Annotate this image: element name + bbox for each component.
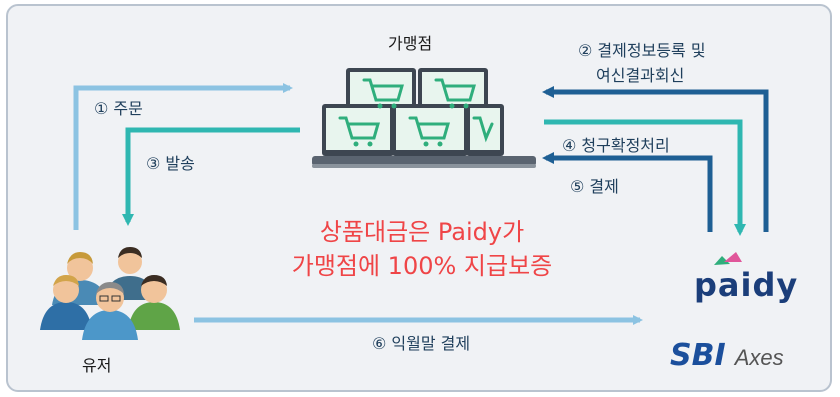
- guarantee-line-1: 상품대금은 Paidy가: [319, 218, 525, 246]
- settle-arrow: [542, 152, 713, 232]
- guarantee-line-2: 가맹점에 100% 지급보증: [291, 252, 553, 280]
- user-title: 유저: [82, 356, 112, 375]
- step-register-label-1: ② 결제정보등록 및: [578, 41, 706, 60]
- register-arrow: [542, 86, 769, 232]
- sbi-logo-text: SBI: [670, 338, 726, 373]
- order-arrow: [73, 83, 293, 230]
- step-order-label: ① 주문: [94, 99, 143, 118]
- step-settle-label: ⑤ 결제: [570, 177, 619, 196]
- paidy-logo: paidy: [694, 266, 799, 304]
- merchant-title: 가맹점: [388, 34, 433, 53]
- step-register-label-2: 여신결과회신: [596, 66, 685, 85]
- step-claim-label: ④ 청구확정처리: [562, 136, 670, 155]
- ship-arrow: [122, 127, 300, 226]
- axes-logo-text: Axes: [734, 345, 784, 370]
- guarantee-headline: 상품대금은 Paidy가 가맹점에 100% 지급보증: [262, 215, 582, 283]
- merchant-laptops-icon: [312, 68, 536, 168]
- claim-arrow: [544, 119, 746, 236]
- step-ship-label: ③ 발송: [146, 154, 195, 173]
- step-monthly-label: ⑥ 익월말 결제: [372, 334, 471, 353]
- users-group-icon: [40, 247, 180, 340]
- paidy-logo-icon: [714, 252, 742, 265]
- sbi-axes-logo: SBI Axes: [670, 338, 784, 373]
